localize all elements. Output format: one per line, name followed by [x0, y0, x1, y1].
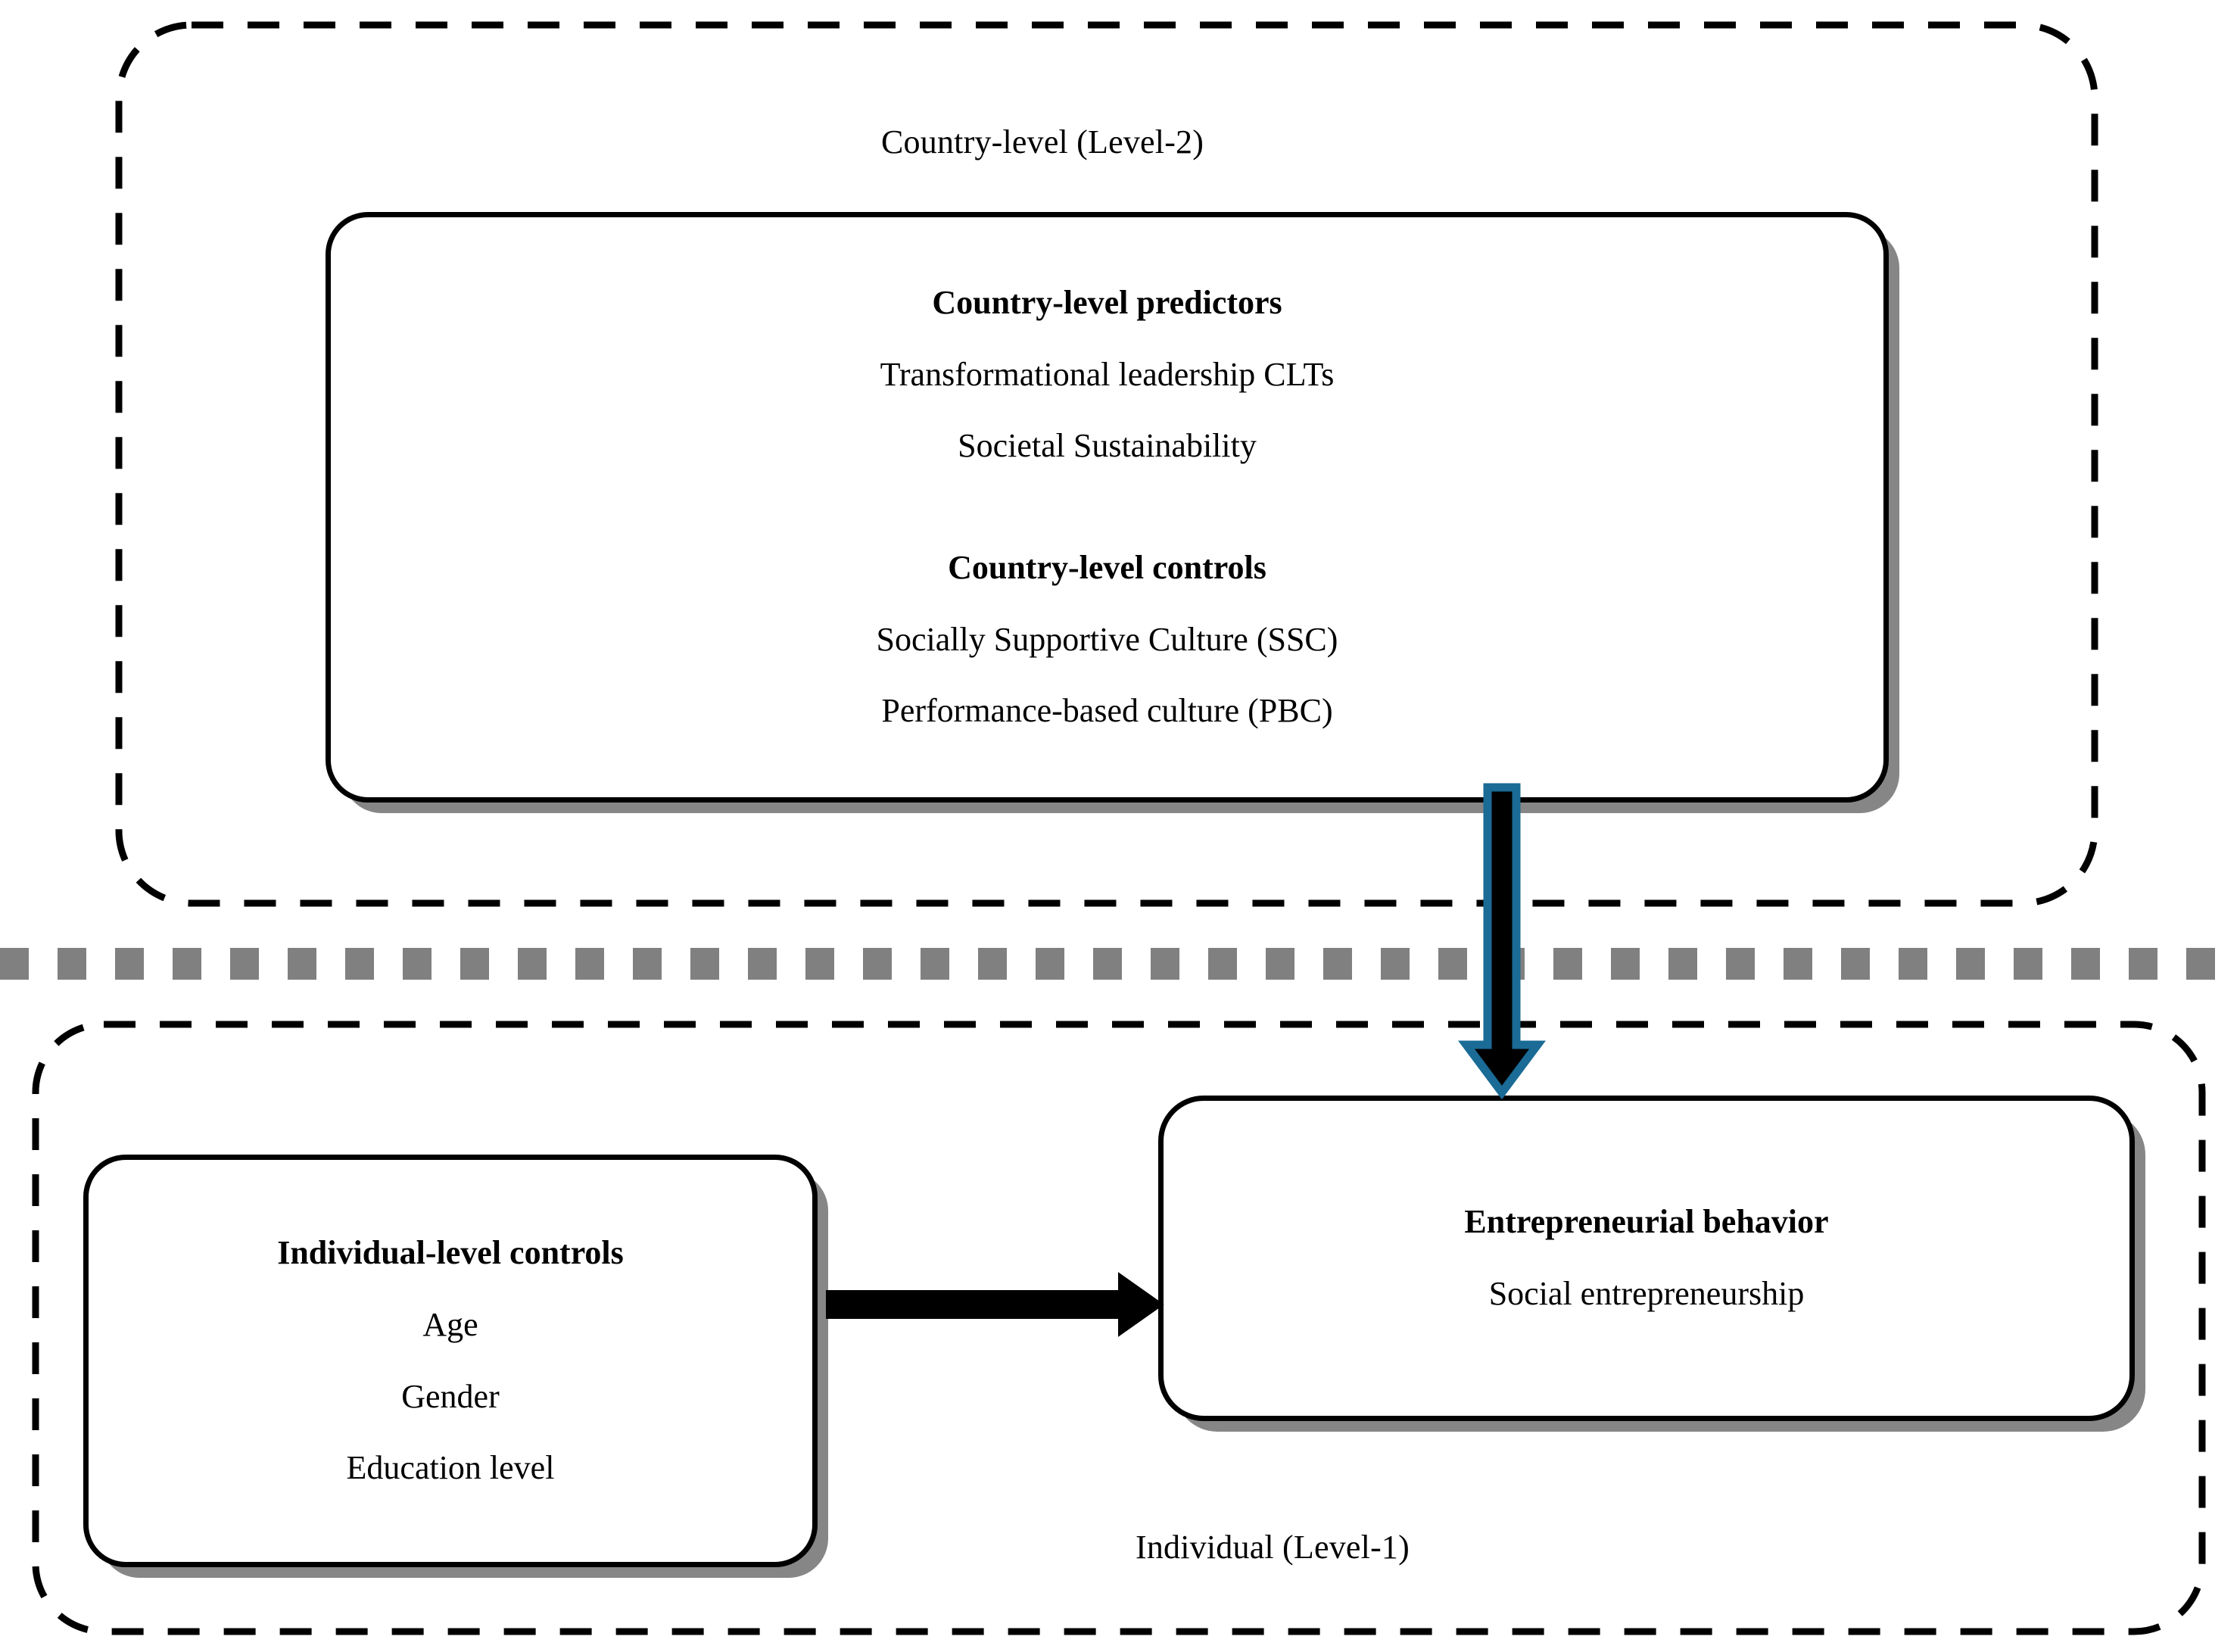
individual-controls-heading: Individual-level controls [277, 1234, 624, 1272]
level-separator-dashes [0, 948, 2240, 980]
individual-control-item-3: Education level [346, 1449, 555, 1487]
country-controls-heading: Country-level controls [948, 549, 1266, 586]
country-predictor-item-2: Societal Sustainability [958, 427, 1257, 465]
entrepreneurial-behavior-item-1: Social entrepreneurship [1488, 1275, 1805, 1312]
individual-level-dashed-border [32, 1021, 2206, 1635]
individual-level-controls-box[interactable]: Individual-level controls Age Gender Edu… [83, 1155, 818, 1567]
entrepreneurial-behavior-heading: Entrepreneurial behavior [1464, 1203, 1829, 1241]
country-level-container [115, 21, 2098, 907]
country-level-caption: Country-level (Level-2) [881, 123, 1204, 161]
individual-control-item-1: Age [422, 1305, 478, 1343]
entrepreneurial-behavior-box[interactable]: Entrepreneurial behavior Social entrepre… [1158, 1096, 2135, 1421]
country-predictors-heading: Country-level predictors [932, 284, 1282, 322]
level-separator [0, 948, 2240, 980]
country-level-dashed-border [115, 21, 2098, 907]
country-predictor-item-1: Transformational leadership CLTs [880, 355, 1335, 393]
individual-level-caption: Individual (Level-1) [1136, 1529, 1410, 1566]
country-control-item-1: Socially Supportive Culture (SSC) [876, 620, 1338, 658]
individual-level-container [32, 1021, 2206, 1635]
country-level-predictors-box[interactable]: Country-level predictors Transformationa… [326, 212, 1889, 803]
individual-control-item-2: Gender [401, 1377, 500, 1415]
country-control-item-2: Performance-based culture (PBC) [881, 692, 1333, 730]
